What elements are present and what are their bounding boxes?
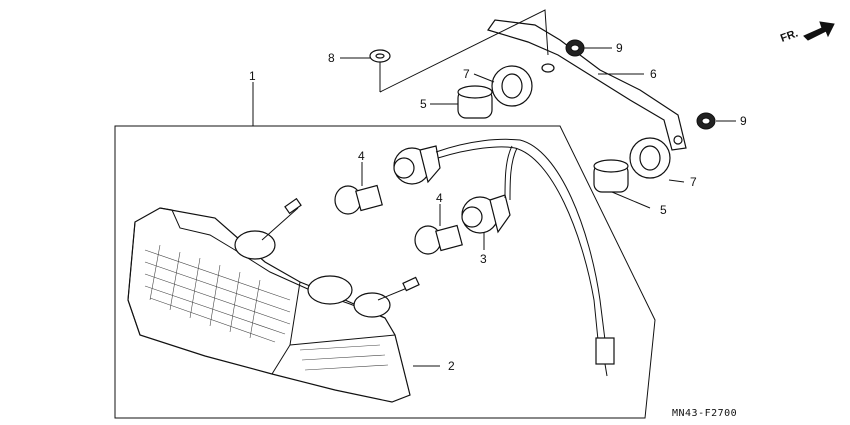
bulb-socket-upper xyxy=(393,145,441,185)
callout-2: 2 xyxy=(448,359,455,373)
collar-upper xyxy=(457,85,493,119)
taillight-housing xyxy=(127,197,420,403)
assembly-guide-lines xyxy=(379,9,549,93)
callout-6: 6 xyxy=(650,67,657,81)
bulb-upper xyxy=(334,184,383,215)
wiring-harness xyxy=(435,138,615,377)
callout-5b: 5 xyxy=(660,203,667,217)
callout-8: 8 xyxy=(328,51,335,65)
callout-3: 3 xyxy=(480,252,487,266)
callout-7a: 7 xyxy=(463,67,470,81)
callout-4b: 4 xyxy=(436,191,443,205)
front-direction-label: FR. xyxy=(779,27,800,44)
callout-4a: 4 xyxy=(358,149,365,163)
lens-texture xyxy=(144,244,389,371)
bulb-lower xyxy=(414,224,463,255)
arrow-right-icon xyxy=(803,21,835,41)
callout-labels: 1 2 3 4 4 5 5 6 7 7 8 9 9 xyxy=(249,41,747,373)
callout-9b: 9 xyxy=(740,114,747,128)
bulb-socket-lower xyxy=(461,194,511,234)
grommet-lower xyxy=(629,137,671,179)
callout-7b: 7 xyxy=(690,175,697,189)
front-direction-marker: FR. xyxy=(779,21,835,45)
nut-lower xyxy=(696,112,716,130)
leader-lines xyxy=(252,47,736,367)
callout-5a: 5 xyxy=(420,97,427,111)
collar-lower xyxy=(593,159,629,193)
figure-code: MN43-F2700 xyxy=(672,408,737,419)
assembly-outline xyxy=(114,125,656,419)
callout-9a: 9 xyxy=(616,41,623,55)
nut-upper xyxy=(565,39,585,57)
grommet-upper xyxy=(491,65,533,107)
washer xyxy=(369,49,391,63)
callout-1: 1 xyxy=(249,69,256,83)
mounting-bracket xyxy=(487,19,687,151)
